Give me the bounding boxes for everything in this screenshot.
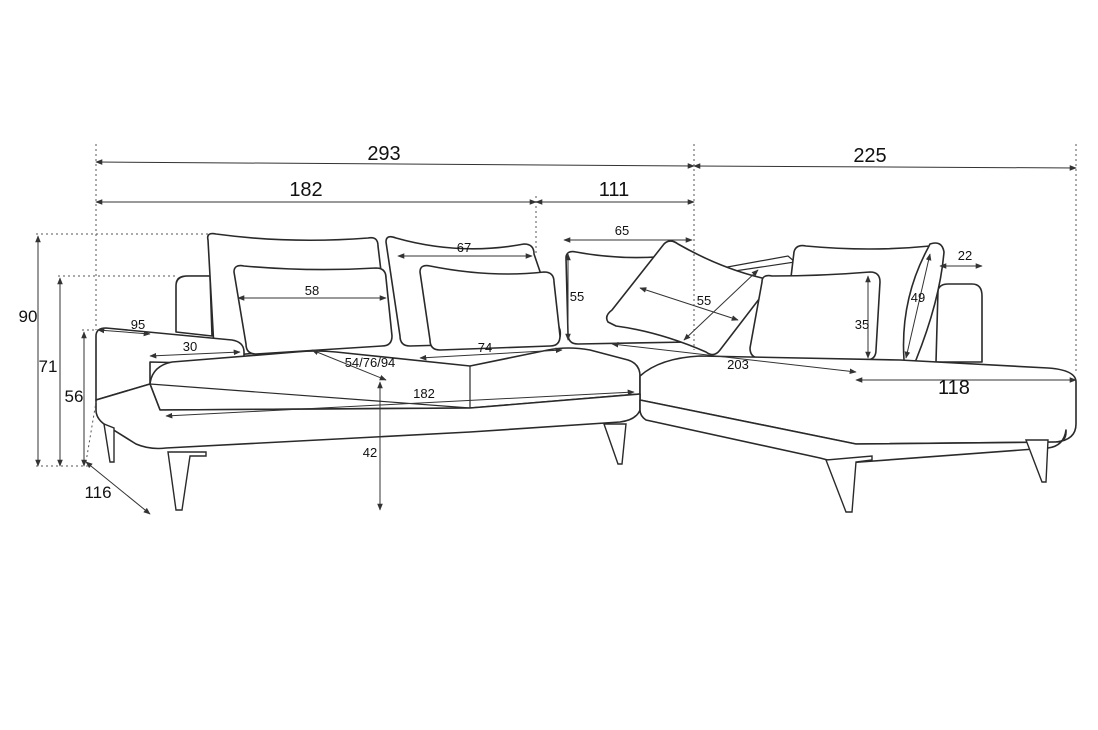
accent-cushion-middle [419, 264, 561, 351]
leg-front-left [103, 422, 115, 463]
label-small-cushion-height: 35 [855, 317, 869, 332]
guide-lines [36, 144, 1077, 467]
label-seat-depths: 54/76/94 [345, 355, 396, 370]
dim-line-seat-depths [311, 349, 387, 381]
label-seat-length: 182 [413, 386, 435, 401]
dim-line-95 [97, 327, 151, 337]
dimension-labels: 293 225 182 111 90 71 56 116 95 30 58 67… [19, 143, 973, 502]
label-side-panel-width: 22 [958, 248, 972, 263]
dimension-lines [35, 144, 1077, 515]
label-seat-height: 42 [363, 445, 377, 460]
dim-line-293 [95, 159, 695, 169]
dim-line-30 [149, 349, 241, 359]
dim-line-116 [85, 461, 151, 515]
label-side-cushion-height: 49 [911, 290, 925, 305]
label-pillow-height: 55 [570, 289, 584, 304]
label-chaise-width: 118 [938, 377, 970, 399]
dim-line-203 [611, 341, 857, 375]
label-total-width-left: 293 [367, 143, 400, 165]
label-sofa-section-width: 182 [289, 179, 322, 201]
label-armrest-depth: 30 [183, 339, 197, 354]
label-seat-cushion-width: 74 [478, 340, 492, 355]
leg-back-middle [603, 423, 627, 465]
accent-cushion-chaise [749, 271, 881, 361]
leg-chaise-front [825, 455, 873, 513]
dim-line-55-diamond-b [683, 269, 759, 341]
label-back-cushion-width: 67 [457, 240, 471, 255]
leg-front-middle [167, 451, 207, 511]
label-backrest-height: 71 [39, 357, 58, 376]
label-diamond-pillow-size: 55 [697, 293, 711, 308]
sofa-drawing [95, 232, 1077, 513]
accent-cushion-left [233, 264, 393, 355]
label-chaise-length: 203 [727, 357, 749, 372]
dim-line-225 [693, 163, 1077, 171]
label-overall-height: 90 [19, 307, 38, 326]
label-armrest-width: 95 [131, 317, 145, 332]
dim-line-49 [904, 253, 932, 359]
label-pillow-width: 65 [615, 223, 629, 238]
label-armrest-height: 56 [65, 387, 84, 406]
dim-line-74 [419, 347, 563, 361]
label-overall-depth: 116 [84, 483, 111, 502]
label-total-width-right: 225 [853, 145, 886, 167]
label-cushion-width-left: 58 [305, 283, 319, 298]
leg-chaise-back [1024, 439, 1049, 483]
chaise-back-frame [935, 283, 983, 363]
left-back-frame [175, 275, 213, 337]
dim-line-182-seat [165, 389, 635, 419]
label-middle-section-width: 111 [599, 179, 629, 201]
